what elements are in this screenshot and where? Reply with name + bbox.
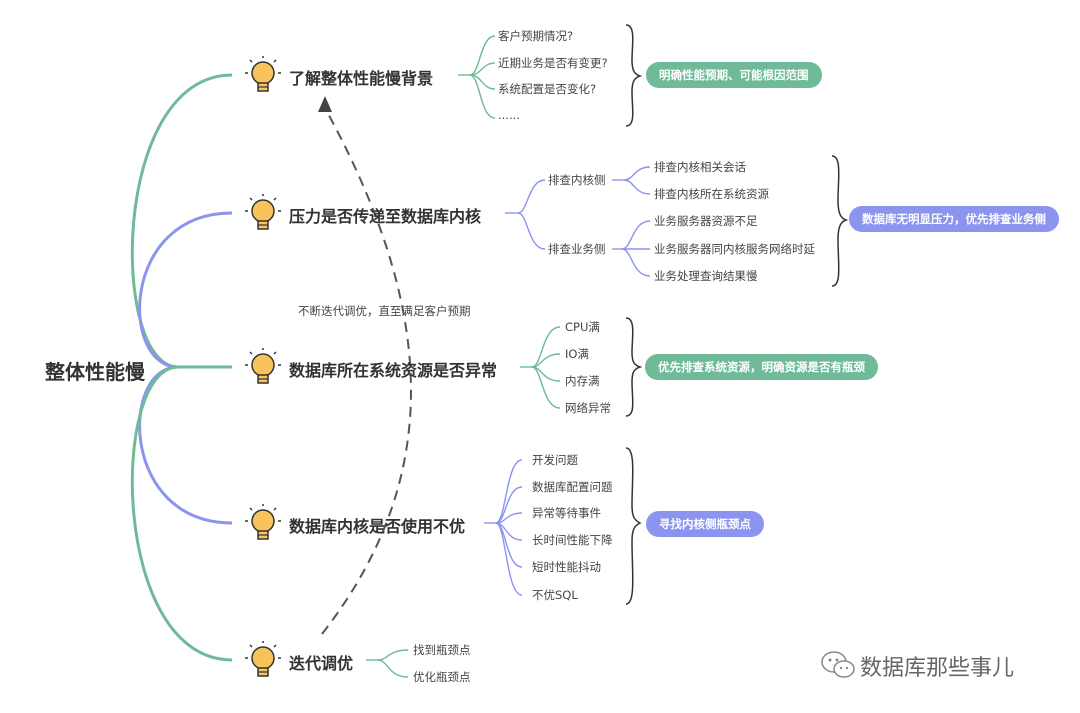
summary-pill: 寻找内核侧瓶颈点 xyxy=(646,511,764,537)
branch-title: 迭代调优 xyxy=(289,654,354,673)
leaf-item: 业务服务器资源不足 xyxy=(654,214,758,228)
leaf-item: 不优SQL xyxy=(532,588,578,602)
leaf-item: 找到瓶颈点 xyxy=(413,643,471,657)
leaf-item: 排查内核所在系统资源 xyxy=(654,187,769,201)
lightbulb-icon xyxy=(245,504,281,540)
summary-pill: 优先排查系统资源，明确资源是否有瓶颈 xyxy=(645,354,878,380)
connector-root-b5 xyxy=(130,365,233,662)
loop-arrow xyxy=(321,107,412,635)
leaf-item: 长时间性能下降 xyxy=(532,533,613,547)
leaf-item: 近期业务是否有变更? xyxy=(498,56,608,70)
lightbulb-icon xyxy=(245,348,281,384)
branch-title: 压力是否传递至数据库内核 xyxy=(289,207,482,226)
brace-b2 xyxy=(831,155,849,287)
leaf-item: 业务处理查询结果慢 xyxy=(654,269,758,283)
root-node: 整体性能慢 xyxy=(45,360,145,384)
branch-title: 数据库内核是否使用不优 xyxy=(289,517,466,536)
connector-b5-leaves xyxy=(366,649,409,678)
connector-b1-leaves xyxy=(458,35,496,119)
brace-b1 xyxy=(625,24,643,127)
connector-b4-leaves xyxy=(484,459,523,596)
leaf-item: 开发问题 xyxy=(532,453,578,467)
lightbulb-icon xyxy=(245,641,281,677)
leaf-item: 数据库配置问题 xyxy=(532,480,613,494)
leaf-item: IO满 xyxy=(565,347,589,361)
leaf-item: 网络异常 xyxy=(565,401,611,415)
leaf-item: 系统配置是否变化? xyxy=(498,82,597,96)
leaf-item: 短时性能抖动 xyxy=(532,560,601,574)
leaf-item: 业务服务器同内核服务网络时延 xyxy=(654,242,815,256)
watermark: 数据库那些事儿 xyxy=(860,656,1015,681)
leaf-item: 优化瓶颈点 xyxy=(413,670,471,684)
branch-title: 数据库所在系统资源是否异常 xyxy=(289,361,498,380)
lightbulb-icon xyxy=(245,194,281,230)
connector-b3-leaves xyxy=(520,326,561,409)
summary-pill: 明确性能预期、可能根因范围 xyxy=(646,62,822,88)
connector-b2-groups xyxy=(505,166,651,277)
summary-pill: 数据库无明显压力，优先排查业务侧 xyxy=(849,206,1059,232)
wechat-icon xyxy=(821,651,855,678)
leaf-item: ...... xyxy=(498,108,520,122)
group-label: 排查内核侧 xyxy=(548,173,606,187)
group-label: 排查业务侧 xyxy=(548,242,606,256)
loop-arrowhead xyxy=(318,96,332,112)
brace-b3 xyxy=(625,317,643,417)
connector-root-b1 xyxy=(130,73,233,369)
connector-root-b4 xyxy=(138,365,233,525)
lightbulb-icon xyxy=(245,56,281,92)
leaf-item: 异常等待事件 xyxy=(532,506,601,520)
branch-title: 了解整体性能慢背景 xyxy=(289,69,434,88)
loop-note: 不断迭代调优，直至满足客户预期 xyxy=(298,304,471,318)
leaf-item: 客户预期情况? xyxy=(498,29,574,43)
leaf-item: CPU满 xyxy=(565,320,600,334)
leaf-item: 排查内核相关会话 xyxy=(654,160,746,174)
connector-root-b2 xyxy=(138,211,233,369)
brace-b4 xyxy=(625,447,642,605)
leaf-item: 内存满 xyxy=(565,374,600,388)
